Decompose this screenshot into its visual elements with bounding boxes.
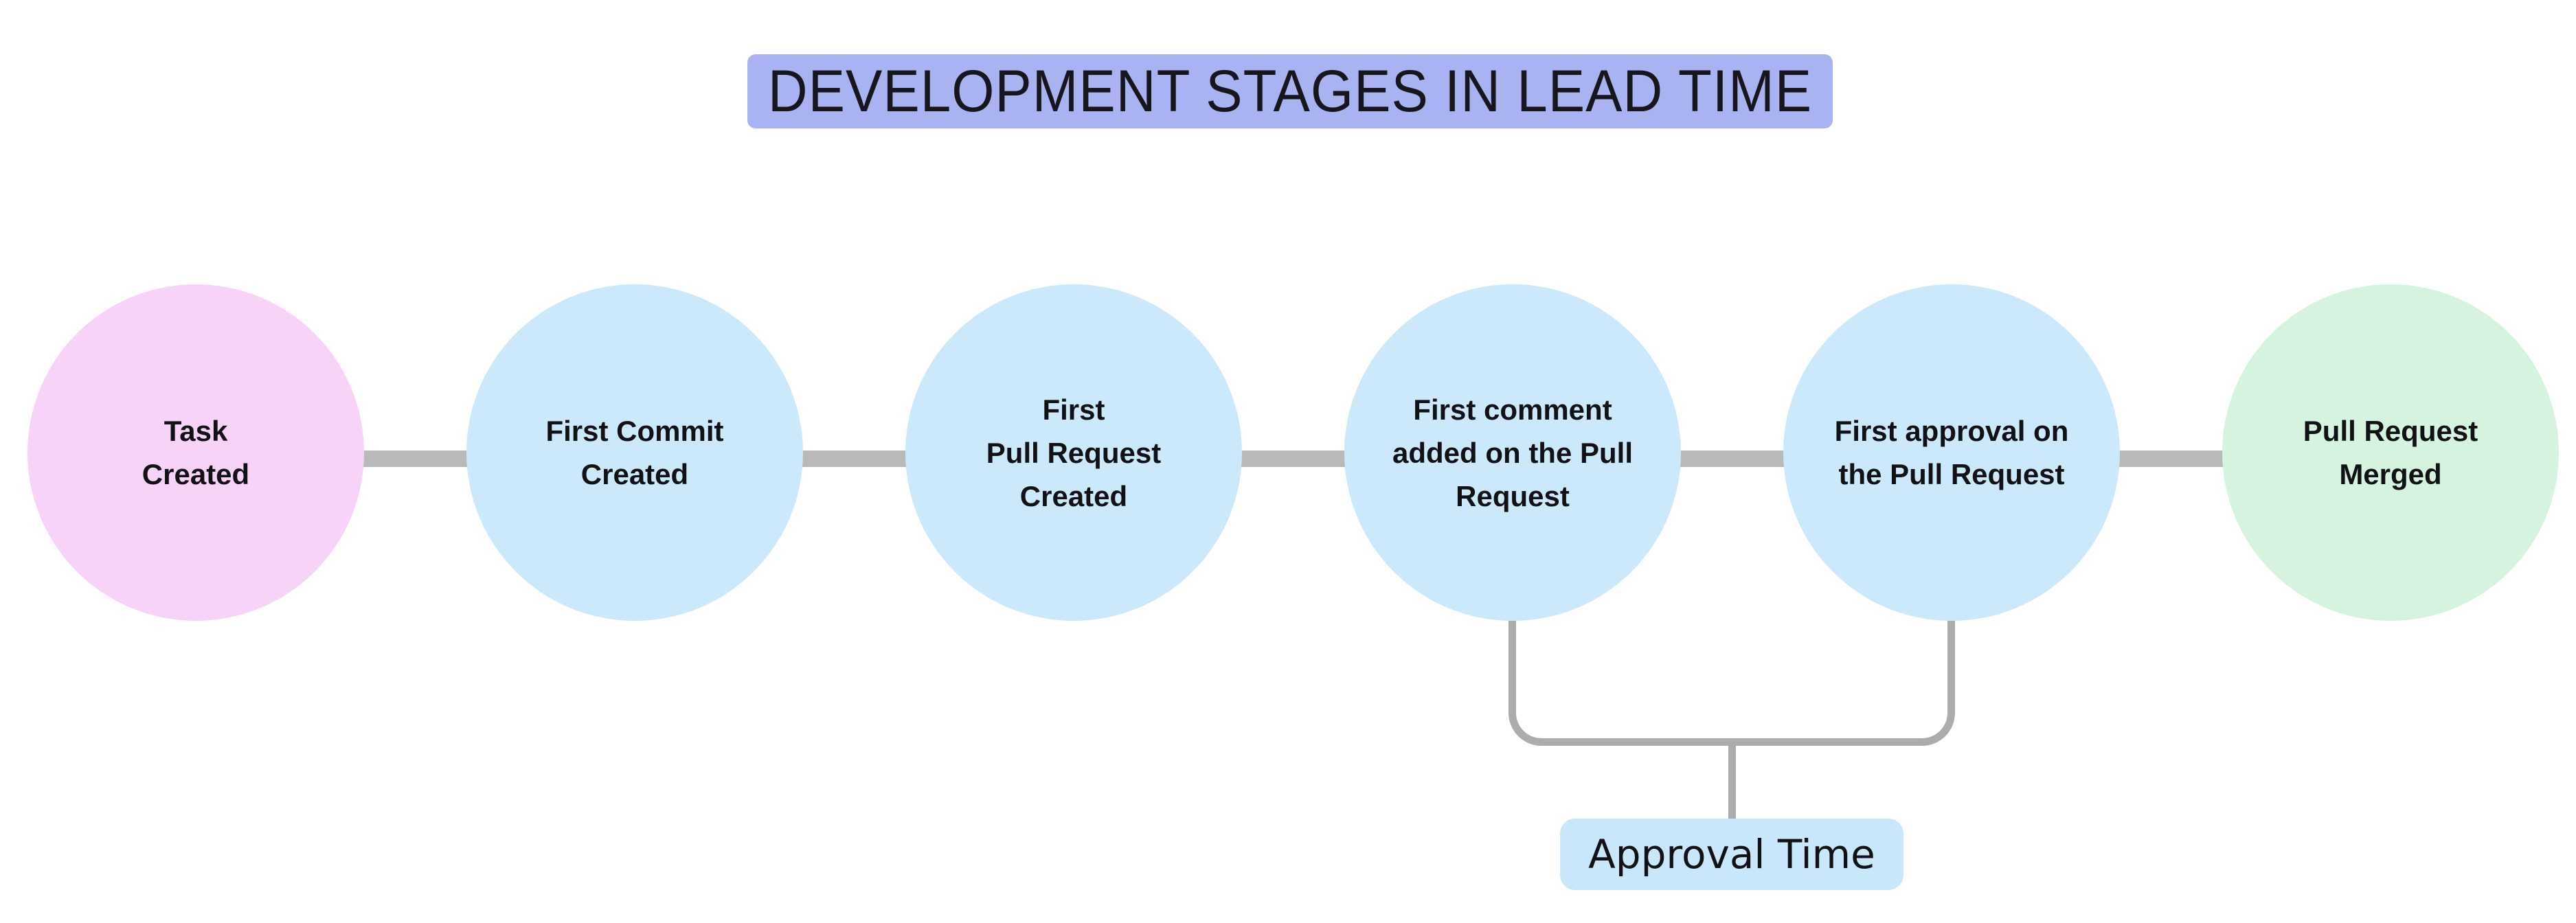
stage-label: Pull Request Merged [2303, 415, 2478, 490]
title-banner: DEVELOPMENT STAGES IN LEAD TIME [747, 54, 1833, 128]
approval-time-label: Approval Time [1560, 819, 1903, 890]
stage-circle-5: First approval on the Pull Request [1783, 284, 2120, 621]
stage-label: First Pull Request Created [986, 393, 1162, 512]
stage-circle-1: Task Created [27, 284, 364, 621]
stage-label: First approval on the Pull Request [1834, 415, 2069, 490]
stage-label: First Commit Created [545, 415, 724, 490]
page-title: DEVELOPMENT STAGES IN LEAD TIME [767, 58, 1813, 124]
stage-label: First comment added on the Pull Request [1392, 393, 1633, 512]
stage-circle-6: Pull Request Merged [2222, 284, 2559, 621]
approval-bracket-stem [1728, 743, 1736, 820]
approval-time-label-text: Approval Time [1588, 831, 1875, 878]
approval-bracket [1509, 617, 1955, 746]
stage-circle-3: First Pull Request Created [905, 284, 1242, 621]
stage-label: Task Created [142, 415, 250, 490]
stage-circle-4: First comment added on the Pull Request [1344, 284, 1681, 621]
stage-circle-2: First Commit Created [466, 284, 803, 621]
